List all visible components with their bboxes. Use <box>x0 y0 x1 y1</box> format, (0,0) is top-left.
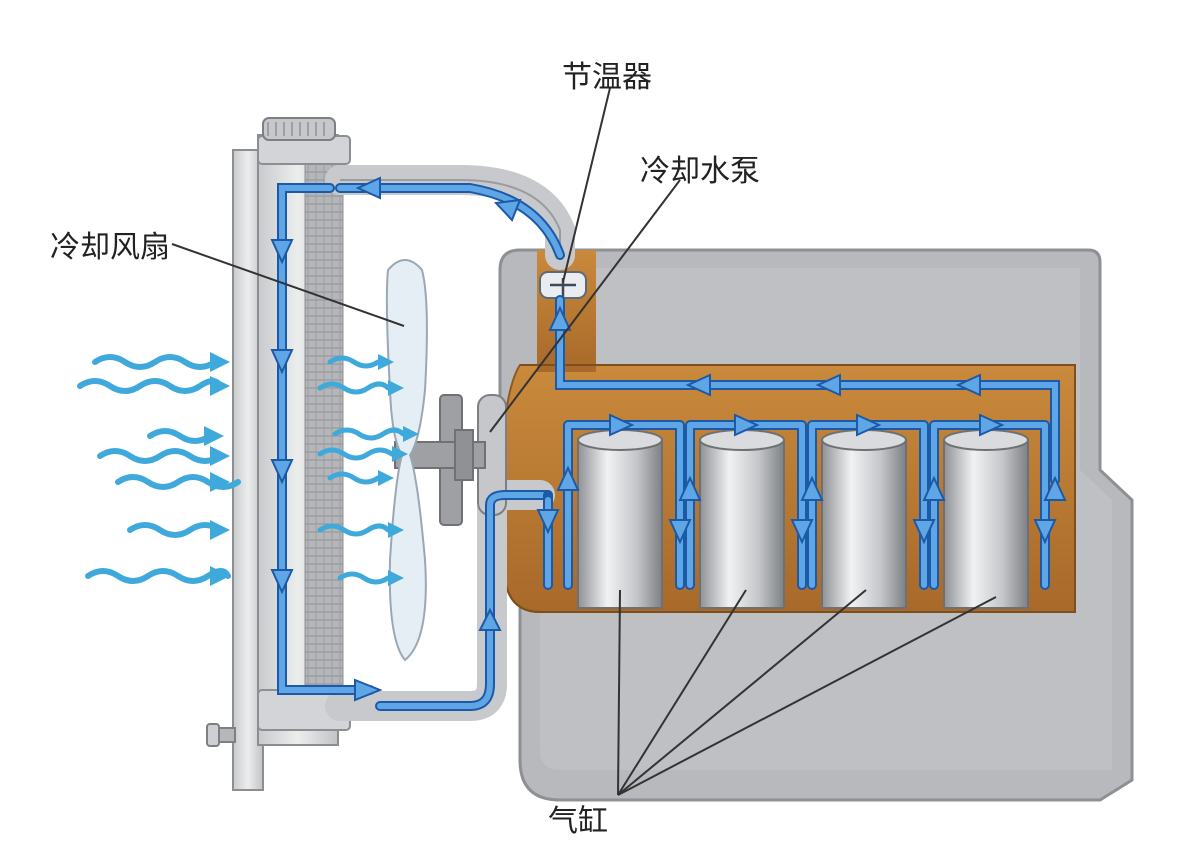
label-thermostat: 节温器 <box>562 60 652 95</box>
radiator-arrows <box>270 239 383 702</box>
radiator <box>232 134 351 791</box>
cylinder-3 <box>821 429 907 609</box>
leader-line-cylinder-3 <box>617 589 867 796</box>
upper-hose <box>325 165 575 270</box>
thermostat <box>539 271 587 299</box>
coolant-flow-upper-hose <box>335 176 565 260</box>
coolant-flow-engine-top <box>548 295 1060 485</box>
cylinder-4 <box>943 429 1029 609</box>
leader-line-water-pump <box>489 179 681 433</box>
leader-line-cylinder-4 <box>617 596 997 796</box>
coolant-flow-lower-hose <box>375 490 553 711</box>
label-cooling-fan: 冷却风扇 <box>50 230 170 265</box>
cylinder-1 <box>577 429 663 609</box>
leader-line-cooling-fan <box>171 243 405 327</box>
cylinder-flow-arrows <box>536 413 1067 545</box>
air-flow-through <box>317 355 406 585</box>
air-flow-through-arrows <box>378 354 419 586</box>
drain-plug <box>206 723 236 747</box>
leader-line-thermostat <box>562 87 611 283</box>
leader-lines <box>171 87 997 796</box>
leader-line-cylinder-2 <box>617 589 747 796</box>
coolant-flow-radiator-inner <box>279 185 373 693</box>
cylinder-2 <box>699 429 785 609</box>
label-water-pump: 冷却水泵 <box>640 154 760 189</box>
air-flow-incoming-arrows <box>204 352 230 586</box>
leader-line-cylinder-1 <box>617 589 621 796</box>
label-cylinder: 气缸 <box>548 804 608 839</box>
radiator-cap <box>262 117 336 141</box>
